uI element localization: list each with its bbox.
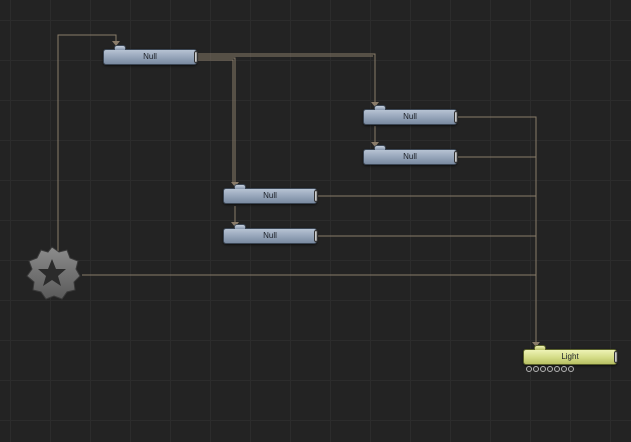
node-label: Light — [561, 352, 579, 361]
input-port[interactable] — [234, 184, 246, 189]
light-port-row — [526, 366, 574, 372]
arrow-null-top — [112, 41, 120, 46]
input-port[interactable] — [374, 145, 386, 150]
output-port[interactable] — [194, 51, 198, 63]
null-node-right-1[interactable]: Null — [363, 105, 458, 125]
null-node-mid-1[interactable]: Null — [223, 184, 318, 204]
wire-null-top-to-null-right-1 — [197, 53, 376, 104]
null-node-mid-2[interactable]: Null — [223, 224, 318, 244]
input-port[interactable] — [234, 224, 246, 229]
light-node[interactable]: Light — [523, 345, 618, 372]
wire-null-top-to-null-mid-1 — [197, 57, 236, 184]
light-port[interactable] — [533, 366, 539, 372]
arrow-null-right-2 — [371, 142, 379, 147]
output-port[interactable] — [614, 351, 618, 363]
node-label: Null — [403, 152, 417, 161]
gear-icon[interactable] — [22, 245, 82, 303]
light-port[interactable] — [568, 366, 574, 372]
output-port[interactable] — [454, 111, 458, 123]
wire-root-to-null-top — [57, 34, 117, 255]
light-port[interactable] — [547, 366, 553, 372]
node-label: Null — [403, 112, 417, 121]
wire-null-right-1-to-light — [457, 116, 537, 344]
input-port[interactable] — [534, 345, 546, 350]
arrow-light — [532, 342, 540, 347]
null-node-top[interactable]: Null — [103, 45, 198, 65]
input-port[interactable] — [374, 105, 386, 110]
light-port[interactable] — [540, 366, 546, 372]
node-label: Null — [143, 52, 157, 61]
light-port[interactable] — [561, 366, 567, 372]
node-label: Null — [263, 231, 277, 240]
input-port[interactable] — [114, 45, 126, 50]
light-port[interactable] — [554, 366, 560, 372]
output-port[interactable] — [454, 151, 458, 163]
node-label: Null — [263, 191, 277, 200]
output-port[interactable] — [314, 190, 318, 202]
null-node-right-2[interactable]: Null — [363, 145, 458, 165]
arrow-null-right-1 — [371, 102, 379, 107]
output-port[interactable] — [314, 230, 318, 242]
light-port[interactable] — [526, 366, 532, 372]
